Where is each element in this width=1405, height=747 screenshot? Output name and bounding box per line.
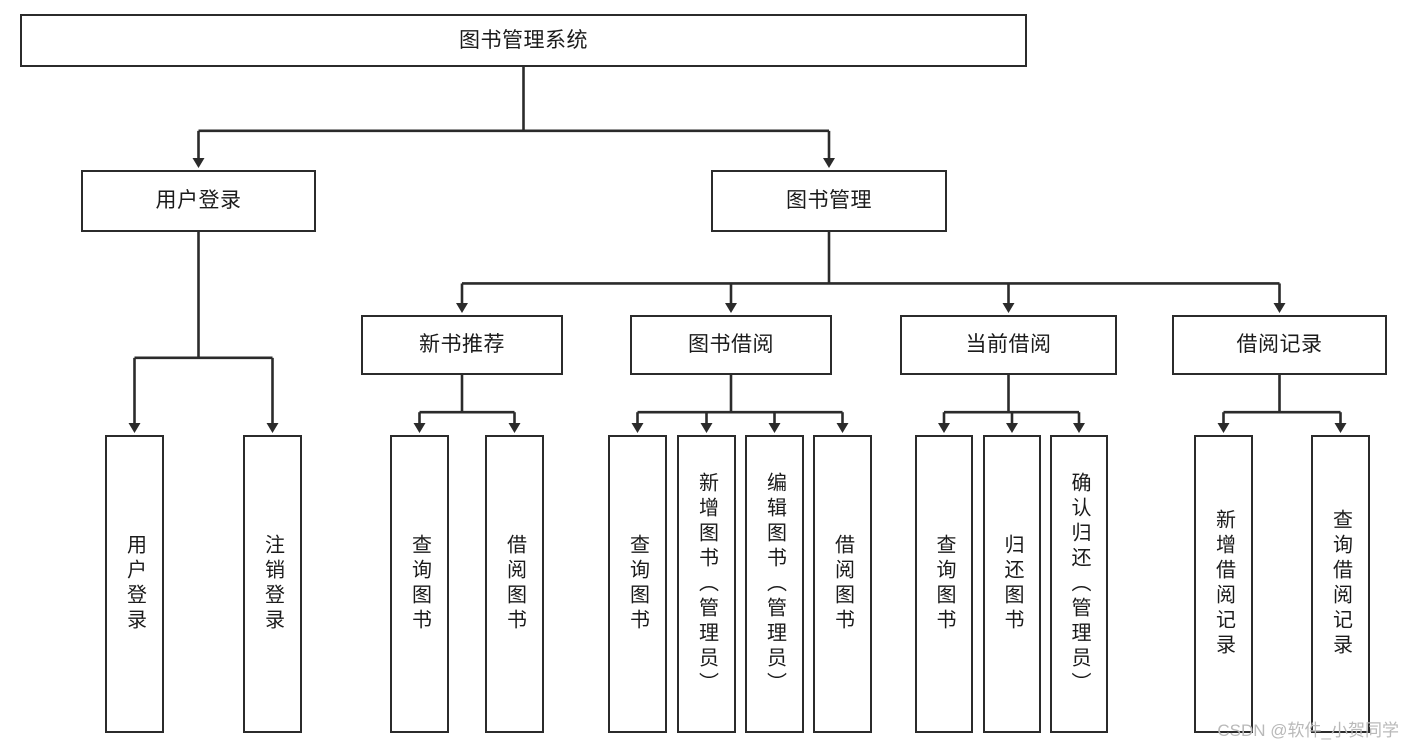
node-label: 查询图书	[626, 534, 649, 634]
node-label: 新增借阅记录	[1212, 509, 1235, 659]
node-label: 查询图书	[933, 534, 955, 634]
node-label: 归还图书	[1001, 534, 1023, 634]
node-leaf-query-book-1[interactable]: 查询图书	[390, 435, 449, 733]
node-borrow-record[interactable]: 借阅记录	[1172, 315, 1387, 375]
node-leaf-borrow-book-1[interactable]: 借阅图书	[485, 435, 544, 733]
node-label: 确认归还（管理员）	[1068, 471, 1090, 697]
node-leaf-add-book-admin[interactable]: 新增图书（管理员）	[677, 435, 736, 733]
node-leaf-query-borrow-record[interactable]: 查询借阅记录	[1311, 435, 1370, 733]
node-label: 图书借阅	[688, 333, 774, 357]
node-leaf-query-book-3[interactable]: 查询图书	[915, 435, 973, 733]
node-leaf-edit-book-admin[interactable]: 编辑图书（管理员）	[745, 435, 804, 733]
node-label: 借阅记录	[1236, 333, 1323, 357]
node-label: 图书管理	[786, 189, 872, 213]
node-label: 查询借阅记录	[1329, 509, 1352, 659]
node-label: 注销登录	[261, 534, 284, 634]
node-label: 查询图书	[408, 534, 431, 634]
node-label: 借阅图书	[831, 534, 854, 634]
node-label: 当前借阅	[965, 333, 1052, 357]
node-leaf-borrow-book-2[interactable]: 借阅图书	[813, 435, 872, 733]
node-current-borrowing[interactable]: 当前借阅	[900, 315, 1117, 375]
node-leaf-query-book-2[interactable]: 查询图书	[608, 435, 667, 733]
node-leaf-return-book[interactable]: 归还图书	[983, 435, 1041, 733]
node-book-borrowing[interactable]: 图书借阅	[630, 315, 832, 375]
node-root[interactable]: 图书管理系统	[20, 14, 1027, 67]
node-leaf-confirm-return-admin[interactable]: 确认归还（管理员）	[1050, 435, 1108, 733]
node-new-book-recommendation[interactable]: 新书推荐	[361, 315, 563, 375]
node-label: 用户登录	[123, 534, 146, 634]
node-label: 新增图书（管理员）	[695, 471, 718, 697]
node-label: 编辑图书（管理员）	[763, 471, 786, 697]
node-leaf-logout[interactable]: 注销登录	[243, 435, 302, 733]
node-user-login[interactable]: 用户登录	[81, 170, 316, 232]
node-label: 图书管理系统	[459, 28, 588, 52]
node-label: 借阅图书	[503, 534, 526, 634]
node-leaf-add-borrow-record[interactable]: 新增借阅记录	[1194, 435, 1253, 733]
node-leaf-user-login[interactable]: 用户登录	[105, 435, 164, 733]
node-book-management[interactable]: 图书管理	[711, 170, 947, 232]
node-label: 新书推荐	[419, 333, 505, 357]
node-label: 用户登录	[155, 189, 242, 213]
